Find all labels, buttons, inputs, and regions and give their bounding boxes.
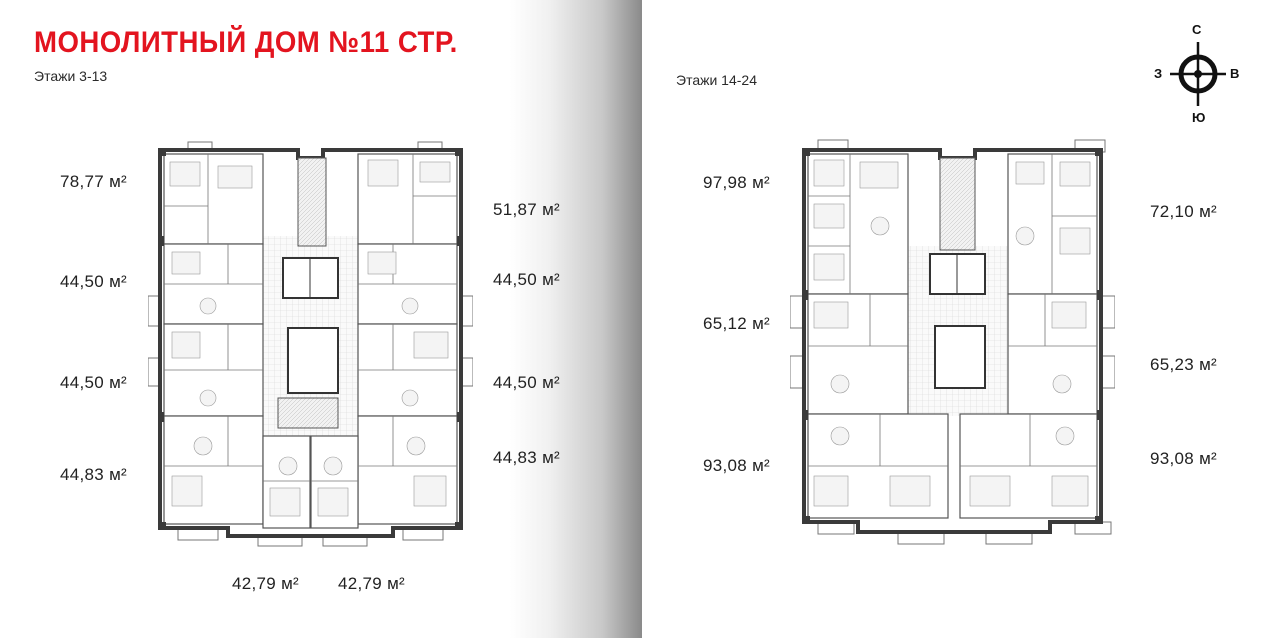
area-label: 72,10 м² xyxy=(1150,202,1218,221)
area-label: 44,83 м² xyxy=(493,448,561,467)
compass-east-label: В xyxy=(1230,66,1240,81)
compass-north-label: С xyxy=(1192,22,1202,37)
area-label: 65,23 м² xyxy=(1150,355,1218,374)
compass-south-label: Ю xyxy=(1192,110,1206,125)
area-label: 44,50 м² xyxy=(60,373,128,392)
area-label: 42,79 м² xyxy=(338,574,406,593)
area-label: 44,50 м² xyxy=(493,373,561,392)
area-label: 44,50 м² xyxy=(60,272,128,291)
area-label: 65,12 м² xyxy=(703,314,771,333)
compass-west-label: З xyxy=(1154,66,1163,81)
area-label: 44,50 м² xyxy=(493,270,561,289)
right-floors-label: Этажи 14-24 xyxy=(676,72,757,88)
page-title: МОНОЛИТНЫЙ ДОМ №11 СТР. xyxy=(34,26,458,59)
book-spine-shadow xyxy=(510,0,642,638)
compass: С Ю З В xyxy=(1150,22,1240,126)
floor-plan-14-24 xyxy=(790,139,1115,545)
area-label: 42,79 м² xyxy=(232,574,300,593)
area-label: 93,08 м² xyxy=(1150,449,1218,468)
area-label: 78,77 м² xyxy=(60,172,128,191)
compass-rose-icon xyxy=(1170,42,1226,106)
area-label: 97,98 м² xyxy=(703,173,771,192)
floor-plan-3-13 xyxy=(148,141,473,547)
area-label: 44,83 м² xyxy=(60,465,128,484)
area-label: 93,08 м² xyxy=(703,456,771,475)
area-label: 51,87 м² xyxy=(493,200,561,219)
left-floors-label: Этажи 3-13 xyxy=(34,68,108,84)
